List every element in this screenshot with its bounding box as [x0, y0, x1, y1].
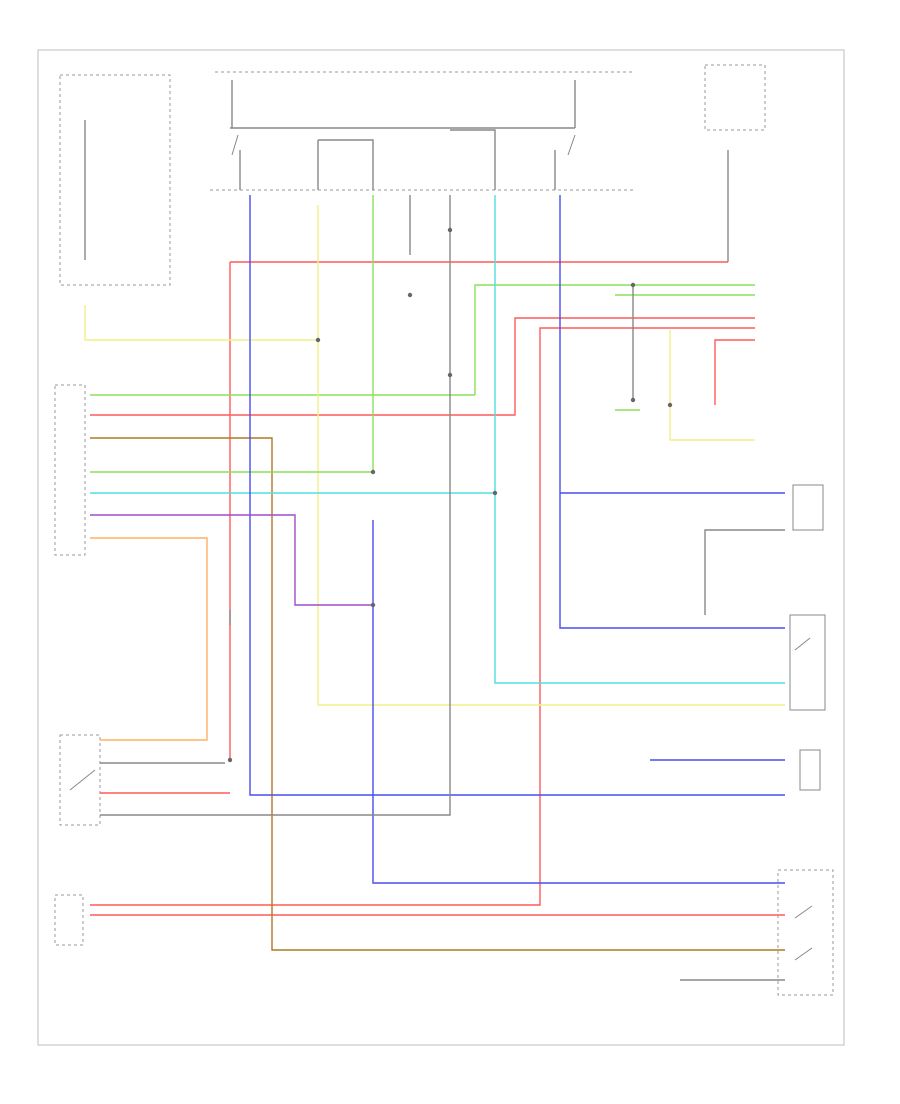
diagram-border [37, 49, 845, 1046]
wire-gry-9 [318, 139, 374, 190]
wire-gry-3 [704, 529, 785, 615]
wire-gry-1 [100, 195, 451, 816]
relay-contact-3 [794, 947, 813, 961]
ecm-outline [54, 384, 86, 556]
wire-blk-red-1 [90, 317, 755, 416]
fuse-box-top-right [704, 64, 766, 131]
wire-lt-blu [90, 492, 785, 684]
junction [447, 372, 453, 378]
ac-relay-box [792, 484, 824, 531]
compressor-clutch-box [799, 749, 821, 791]
clutch-relay-outline [54, 894, 84, 946]
wire-yel-bottom [317, 205, 785, 706]
switch-contact-1 [231, 134, 239, 156]
component-outlines [54, 64, 834, 996]
wire-blu-4 [372, 520, 785, 884]
wire-yel-left [84, 305, 318, 341]
wire-blk-red-3 [714, 339, 755, 405]
relay-contact-1 [794, 637, 811, 651]
junction [630, 282, 636, 288]
wire-gry-8 [450, 129, 496, 190]
junction [370, 469, 376, 475]
wire-blu-2 [559, 195, 785, 629]
ac-pressure-switch-outline [777, 869, 834, 996]
ac-switch-contact [69, 769, 96, 791]
junction-dots [227, 227, 673, 763]
switch-contact-2 [567, 134, 576, 156]
junction [315, 337, 321, 343]
wire-brn [90, 437, 785, 951]
junction [630, 397, 636, 403]
wire-blu-brn [90, 514, 373, 606]
wire-blk-red-2 [90, 327, 755, 906]
wire-orn [90, 537, 208, 741]
junction [667, 402, 673, 408]
junction [370, 602, 376, 608]
junction [447, 227, 453, 233]
junction [227, 757, 233, 763]
junction [492, 490, 498, 496]
fuse-box-left [59, 74, 171, 286]
ac-switch-outline [59, 734, 101, 826]
wire-yel-right [669, 330, 755, 441]
wire-blu-1 [249, 195, 785, 796]
junction [407, 292, 413, 298]
relay-contact-2 [794, 905, 813, 919]
solid-outlines [69, 134, 826, 961]
wire-grn-yel-1 [474, 284, 755, 395]
thermo-switch-box [789, 614, 826, 711]
wires [84, 80, 785, 981]
